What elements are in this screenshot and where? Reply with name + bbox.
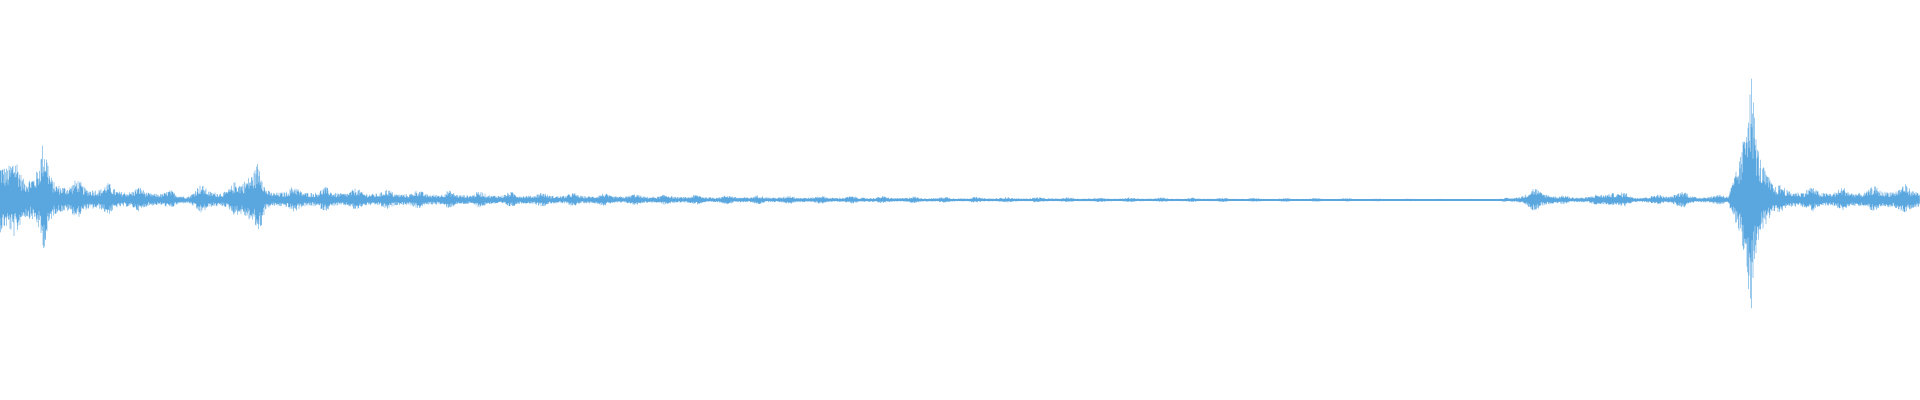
waveform-trace — [0, 78, 1920, 309]
